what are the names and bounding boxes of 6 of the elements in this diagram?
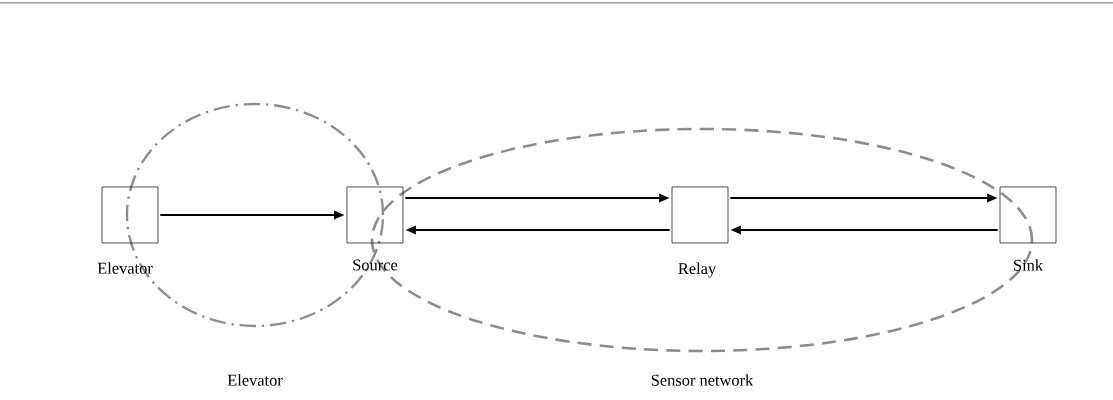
node-label: Source — [353, 259, 398, 271]
node-label: Sink — [1014, 259, 1044, 271]
node-label: Elevator — [97, 262, 153, 274]
node-label: Relay — [678, 262, 717, 278]
group-label: Sensor network — [651, 374, 754, 386]
group-label: Elevator — [227, 374, 283, 386]
